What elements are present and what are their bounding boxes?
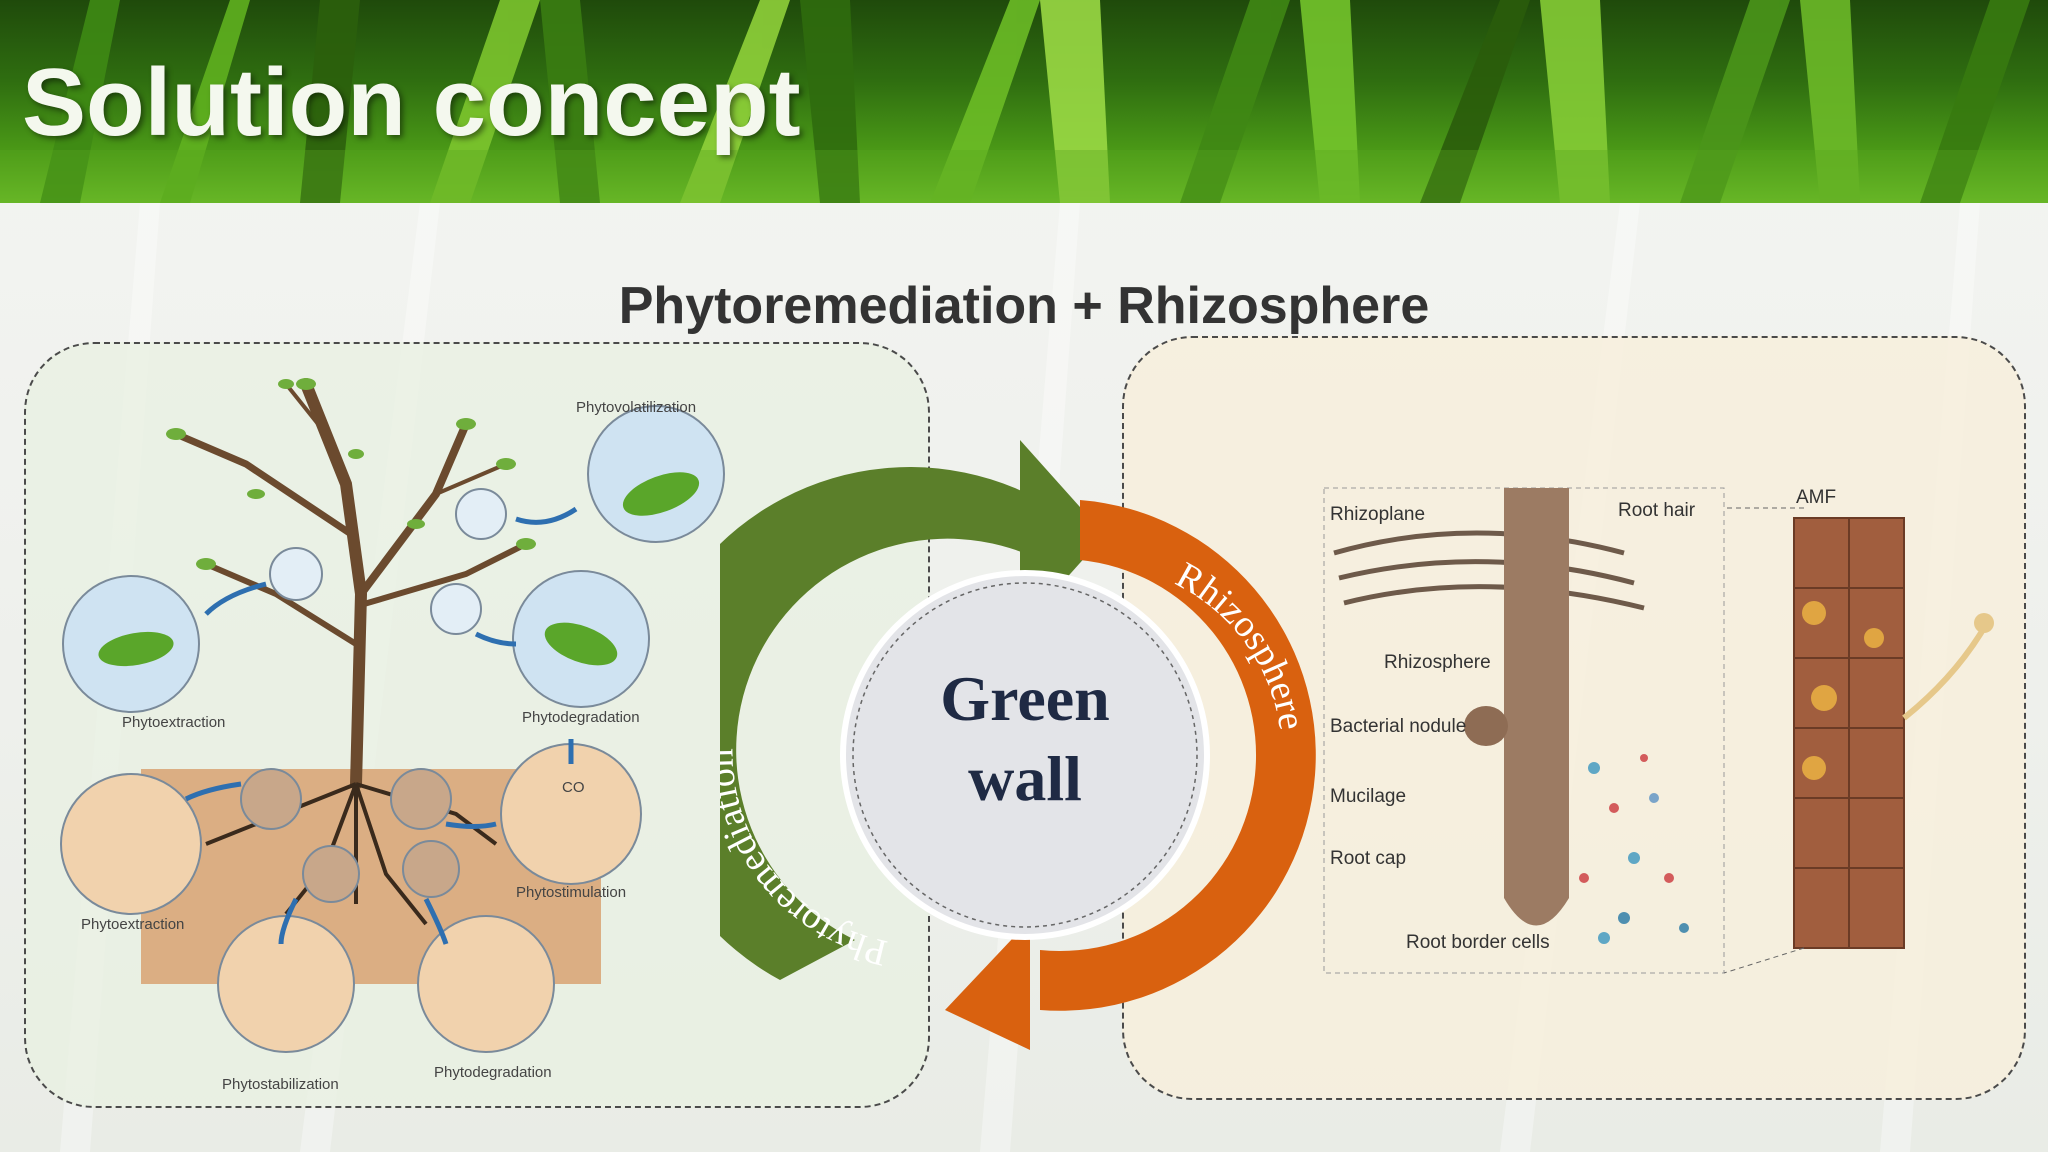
label-phytoextraction-top: Phytoextraction xyxy=(122,714,225,731)
label-amf: AMF xyxy=(1796,487,1836,508)
center-text-wall: wall xyxy=(968,743,1082,814)
leaves xyxy=(166,378,536,570)
amf-cell-walls xyxy=(1794,518,1904,948)
green-wall-cycle-diagram: Green wall Phytoremediation Rhizosphere xyxy=(720,440,1316,1050)
label-rhizosphere: Rhizosphere xyxy=(1384,652,1491,673)
label-phytodegradation-top: Phytodegradation xyxy=(522,709,640,726)
amf-hyphae xyxy=(1802,601,1884,780)
label-mucilage: Mucilage xyxy=(1330,786,1406,807)
label-phytovolatilization: Phytovolatilization xyxy=(576,399,696,416)
phytoremediation-illustration: Phytovolatilization Phytoextraction Phyt… xyxy=(60,378,725,1093)
label-root-cap: Root cap xyxy=(1330,848,1406,869)
process-arrows xyxy=(184,506,578,945)
label-co2: CO xyxy=(562,779,585,796)
rhizosphere-illustration: Rhizoplane Root hair Rhizosphere Bacteri… xyxy=(1323,487,1994,974)
orange-arrowhead xyxy=(945,920,1030,1050)
center-circle xyxy=(840,570,1210,940)
bacterial-nodule xyxy=(1464,706,1508,746)
root-hairs xyxy=(1333,530,1645,611)
label-phytostabilization: Phytostabilization xyxy=(222,1076,339,1093)
label-phytodegradation-bottom: Phytodegradation xyxy=(434,1064,552,1081)
slide-title: Solution concept xyxy=(22,49,801,156)
label-phytostimulation: Phytostimulation xyxy=(516,884,626,901)
amf-external-hypha xyxy=(1902,626,1987,721)
label-root-border-cells: Root border cells xyxy=(1406,932,1550,953)
phytodegradation-bottom-circle xyxy=(417,915,555,1053)
label-rhizoplane: Rhizoplane xyxy=(1330,504,1425,525)
phytostabilization-circle xyxy=(217,915,355,1053)
label-root-hair: Root hair xyxy=(1618,500,1696,521)
grass-header-banner: Solution concept xyxy=(0,0,2048,203)
main-root xyxy=(1504,488,1569,926)
tree-illustration xyxy=(172,378,529,790)
soil-bacteria xyxy=(1579,754,1689,944)
center-text-green: Green xyxy=(940,663,1109,734)
orange-arrow-arc xyxy=(1040,500,1316,1011)
phytovolatilization-circle xyxy=(587,405,725,543)
label-phytoextraction-bottom: Phytoextraction xyxy=(81,916,184,933)
diagram-subtitle: Phytoremediation + Rhizosphere xyxy=(618,277,1430,335)
phytostimulation-circle xyxy=(500,743,642,885)
phytoextraction-bottom-circle xyxy=(60,773,202,915)
grass-blades-image xyxy=(0,0,2048,203)
green-arrow-arc xyxy=(720,467,1040,980)
label-bacterial-nodule: Bacterial nodule xyxy=(1330,716,1466,737)
rhizosphere-panel: Rhizoplane Root hair Rhizosphere Bacteri… xyxy=(1122,336,2026,1100)
phytoremediation-panel: Phytovolatilization Phytoextraction Phyt… xyxy=(24,342,930,1108)
